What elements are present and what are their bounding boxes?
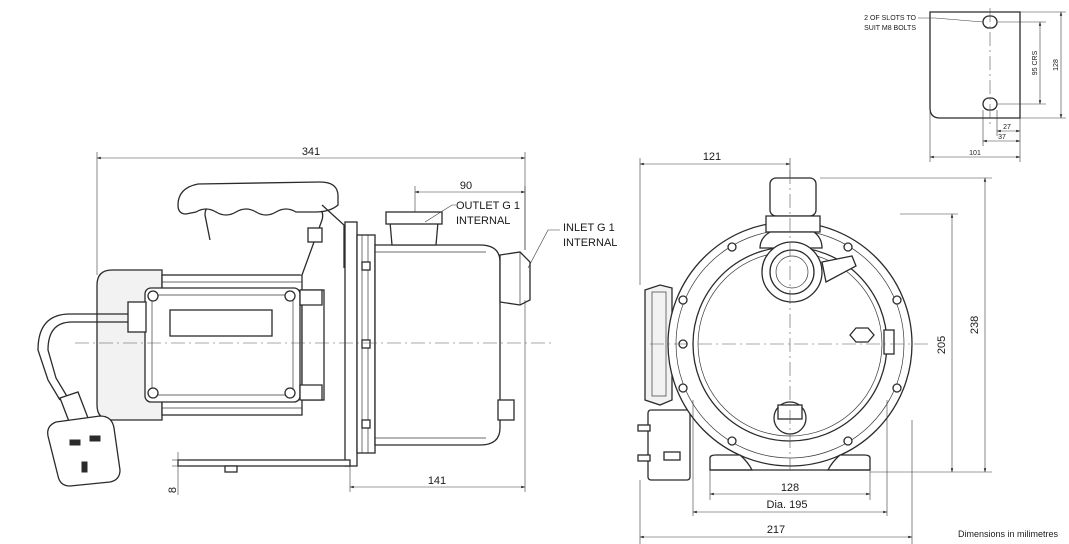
- dim-121-label: 121: [703, 151, 721, 163]
- carry-handle: [177, 181, 339, 216]
- uk-plug: [47, 391, 121, 487]
- dim-8-label: 8: [167, 487, 179, 493]
- front-plug-body: [647, 409, 691, 481]
- base-plate: [177, 459, 351, 467]
- bracket-detail: 2 OF SLOTS TO SUIT M8 BOLTS 95 CRS 128 2…: [864, 8, 1066, 162]
- dim-128-label: 128: [781, 482, 799, 494]
- dim-341-label: 341: [302, 146, 320, 158]
- cable-gland: [127, 301, 147, 333]
- dim-bracket128-label: 128: [1053, 59, 1060, 71]
- slots-label-1: 2 OF SLOTS TO: [864, 15, 916, 22]
- power-cable: [37, 313, 128, 401]
- drain-plug: [497, 399, 515, 421]
- front-view: 121: [637, 151, 992, 544]
- inlet-label-2: INTERNAL: [563, 237, 617, 249]
- dim-95crs-label: 95 CRS: [1032, 50, 1039, 75]
- outlet-cap: [385, 211, 443, 225]
- outlet-label-2: INTERNAL: [456, 215, 510, 227]
- dim-205-label: 205: [936, 336, 948, 354]
- dim-90-label: 90: [460, 180, 472, 192]
- inlet-leader: [527, 229, 560, 269]
- front-bolts: [678, 242, 902, 446]
- dim-27-label: 27: [1003, 124, 1011, 131]
- dim-217-label: 217: [767, 524, 785, 536]
- handle-bolt: [307, 227, 323, 243]
- dim-141-label: 141: [428, 475, 446, 487]
- dim-dia195-label: Dia. 195: [767, 499, 808, 511]
- outlet-label-1: OUTLET G 1: [456, 200, 520, 212]
- slots-label-2: SUIT M8 BOLTS: [864, 25, 916, 32]
- side-view: 341 90: [37, 146, 617, 495]
- dim-37-label: 37: [998, 134, 1006, 141]
- front-hex-nut: [849, 327, 875, 343]
- casing-flange: [344, 221, 358, 467]
- outlet-leader: [424, 204, 456, 223]
- dim-101-label: 101: [969, 150, 981, 157]
- inlet-port: [499, 251, 531, 306]
- front-foot-right: [826, 454, 871, 471]
- bracket-plate: [929, 11, 1021, 119]
- motor-flange: [301, 289, 325, 401]
- pump-chamber: [374, 244, 501, 446]
- front-outlet-cap: [769, 177, 817, 217]
- inlet-label-1: INLET G 1: [563, 222, 615, 234]
- terminal-box-label-plate: [169, 309, 273, 337]
- dim-238-label: 238: [969, 316, 981, 334]
- terminal-box: [144, 287, 301, 403]
- front-foot-left: [709, 454, 754, 471]
- front-inlet: [761, 241, 823, 303]
- outlet-port: [389, 221, 439, 246]
- units-footnote: Dimensions in milimetres: [958, 529, 1059, 539]
